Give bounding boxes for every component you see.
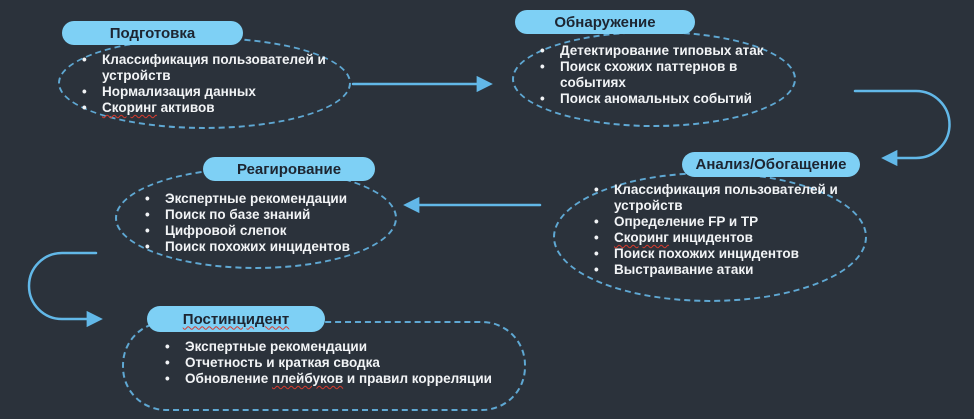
- bullet-item: Поиск аномальных событий: [538, 91, 802, 107]
- bullet-text: Поиск похожих инцидентов: [614, 246, 799, 261]
- bullet-text: активов: [156, 100, 215, 115]
- bullet-text: Поиск схожих паттернов в событиях: [560, 59, 738, 90]
- bullet-item: Определение FP и TP: [592, 214, 868, 230]
- bullet-text: Нормализация данных: [102, 84, 256, 99]
- stage-detection-title-pill: Обнаружение: [515, 10, 695, 34]
- bullet-item: Экспертные рекомендации: [143, 191, 395, 207]
- bullet-text: Выстраивание атаки: [614, 262, 754, 277]
- bullet-item: Нормализация данных: [80, 84, 342, 100]
- stage-post-incident-bullets: Экспертные рекомендацииОтчетность и крат…: [163, 339, 547, 387]
- bullet-item: Скоринг инцидентов: [592, 230, 868, 246]
- bullet-text: Классификация пользователей и устройств: [614, 182, 838, 213]
- stage-title: Обнаружение: [554, 13, 656, 31]
- bullet-text: инцидентов: [668, 230, 753, 245]
- bullet-text: Поиск похожих инцидентов: [165, 239, 350, 254]
- stage-response: Реагирование Экспертные рекомендацииПоис…: [115, 155, 397, 270]
- stage-title: Подготовка: [109, 24, 196, 42]
- bullet-item: Детектирование типовых атак: [538, 43, 802, 59]
- arrow-detection-to-analysis-icon: [853, 89, 951, 167]
- bullet-item: Обновление плейбуков и правил корреляции: [163, 371, 547, 387]
- misspelled-text: Скоринг: [614, 230, 669, 245]
- bullet-text: Поиск по базе знаний: [165, 207, 311, 222]
- bullet-text: и правил корреляции: [343, 371, 492, 386]
- stage-response-bullets: Экспертные рекомендацииПоиск по базе зна…: [143, 191, 395, 255]
- bullet-text: Экспертные рекомендации: [165, 191, 347, 206]
- bullet-text: Детектирование типовых атак: [560, 43, 764, 58]
- bullet-text: Обновление: [185, 371, 272, 386]
- bullet-item: Поиск похожих инцидентов: [592, 246, 868, 262]
- stage-analysis-enrichment-title-pill: Анализ/Обогащение: [682, 152, 860, 177]
- bullet-item: Поиск по базе знаний: [143, 207, 395, 223]
- stage-preparation: Подготовка Классификация пользователей и…: [58, 21, 351, 129]
- bullet-item: Скоринг активов: [80, 100, 342, 116]
- bullet-text: Экспертные рекомендации: [185, 339, 367, 354]
- stage-analysis-enrichment-bullets: Классификация пользователей и устройствО…: [592, 182, 868, 278]
- stage-title: Анализ/Обогащение: [695, 156, 847, 173]
- bullet-text: Классификация пользователей и устройств: [102, 52, 326, 83]
- bullet-item: Цифровой слепок: [143, 223, 395, 239]
- stage-post-incident: Постинцидент Экспертные рекомендацииОтче…: [122, 306, 526, 411]
- stage-analysis-enrichment: Анализ/Обогащение Классификация пользова…: [553, 152, 867, 302]
- stage-response-title-pill: Реагирование: [203, 157, 375, 181]
- stage-post-incident-title-pill: Постинцидент: [147, 306, 325, 332]
- stage-preparation-title-pill: Подготовка: [62, 21, 243, 45]
- bullet-item: Классификация пользователей и устройств: [592, 182, 868, 214]
- arrow-response-to-postincident-icon: [27, 251, 103, 328]
- stage-title: Постинцидент: [182, 310, 290, 328]
- bullet-item: Поиск схожих паттернов в событиях: [538, 59, 802, 91]
- bullet-text: Определение FP и TP: [614, 214, 759, 229]
- bullet-item: Отчетность и краткая сводка: [163, 355, 547, 371]
- bullet-text: Цифровой слепок: [165, 223, 287, 238]
- stage-detection: Обнаружение Детектирование типовых атакП…: [510, 10, 802, 128]
- misspelled-text: Скоринг: [102, 100, 157, 115]
- bullet-item: Экспертные рекомендации: [163, 339, 547, 355]
- bullet-text: Поиск аномальных событий: [560, 91, 752, 106]
- bullet-item: Классификация пользователей и устройств: [80, 52, 342, 84]
- stage-title: Реагирование: [236, 160, 342, 178]
- bullet-item: Выстраивание атаки: [592, 262, 868, 278]
- misspelled-text: плейбуков: [271, 371, 344, 386]
- bullet-text: Отчетность и краткая сводка: [185, 355, 380, 370]
- stage-detection-bullets: Детектирование типовых атакПоиск схожих …: [538, 43, 802, 107]
- stage-preparation-bullets: Классификация пользователей и устройствН…: [80, 52, 342, 116]
- bullet-item: Поиск похожих инцидентов: [143, 239, 395, 255]
